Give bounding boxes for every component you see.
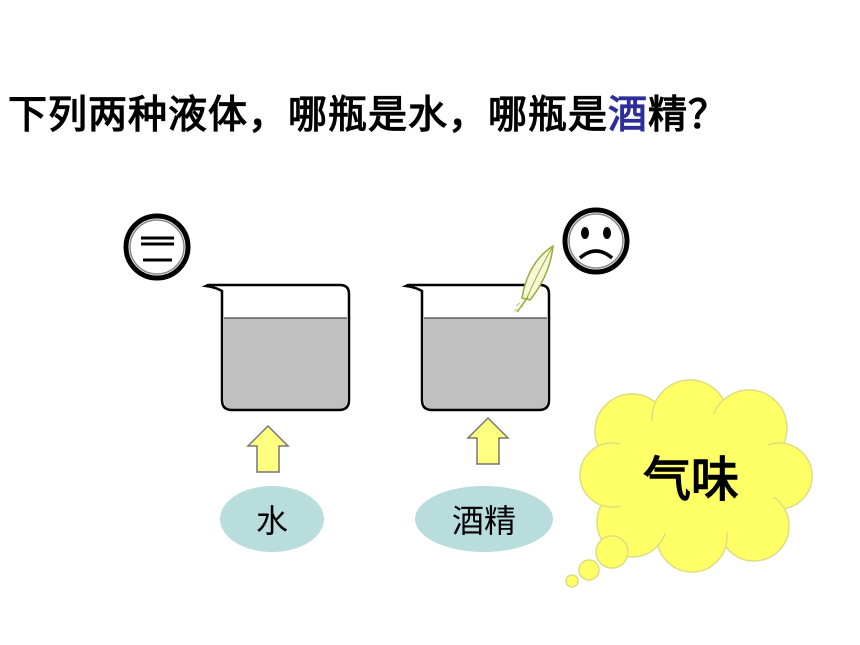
thought-cloud (565, 379, 813, 588)
beaker-label-alcohol: 酒精 (451, 502, 516, 540)
label-ellipse-water (220, 486, 324, 552)
neutral-face-icon (123, 213, 191, 281)
question-text-end: 精？ (648, 93, 729, 138)
question-text: 下列两种液体，哪瓶是水，哪瓶是 (8, 93, 609, 138)
label-ellipse-alcohol (415, 486, 553, 552)
feather-icon (513, 244, 554, 313)
thought-text: 气味 (643, 452, 740, 508)
question-title: 下列两种液体，哪瓶是水，哪瓶是酒精？ (8, 84, 860, 140)
beaker-water (201, 283, 351, 412)
sad-face-icon (562, 207, 630, 275)
beaker-label-water: 水 (255, 502, 288, 540)
arrow-up-icon-2 (466, 416, 510, 465)
beaker-alcohol (401, 283, 551, 412)
question-highlight: 酒 (608, 93, 649, 138)
arrow-up-icon (246, 424, 290, 473)
